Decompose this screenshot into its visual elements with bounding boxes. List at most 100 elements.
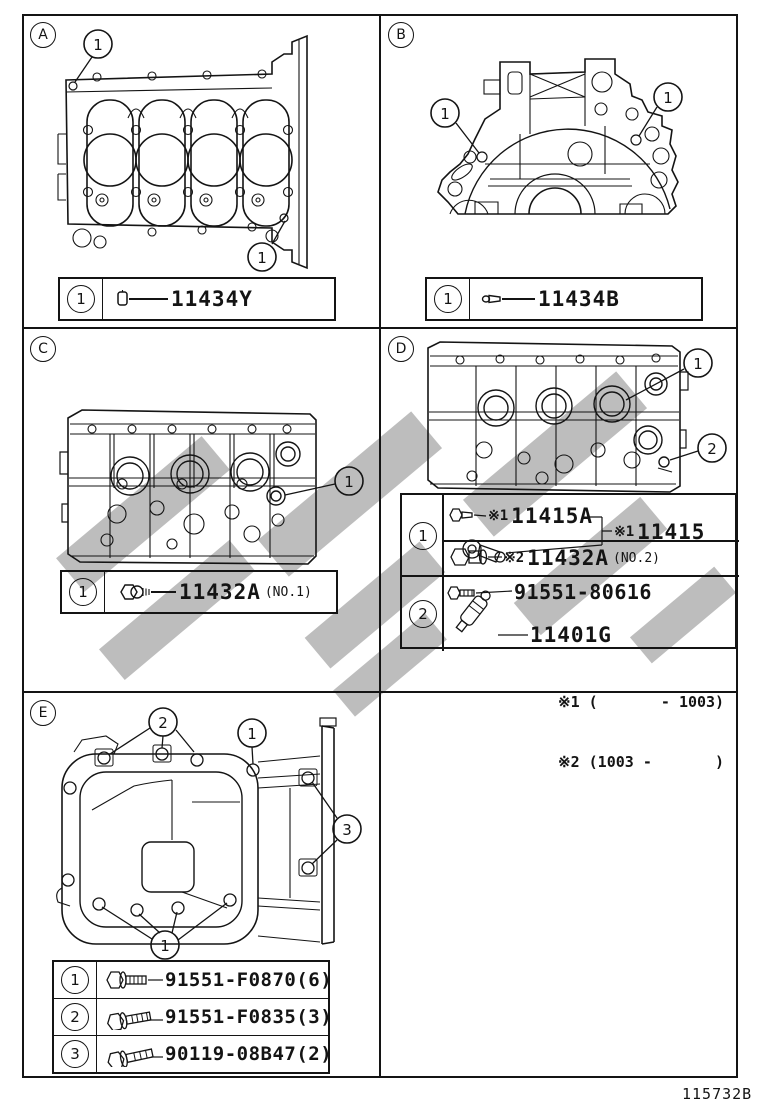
section-c: C: [22, 328, 380, 692]
table-subrow-divider: [442, 540, 739, 542]
callout-2: 2: [109, 707, 195, 755]
legend-d-line2: ※2 11432A (NO.2): [504, 544, 660, 572]
hex-plug-sensor-icon: [120, 584, 176, 600]
svg-text:1: 1: [247, 725, 257, 743]
section-e-label: E: [30, 700, 56, 726]
svg-text:1: 1: [160, 937, 170, 955]
part-number: 11434Y: [171, 287, 253, 311]
callout-1-bottom: 1: [101, 902, 228, 960]
svg-text:2: 2: [707, 440, 717, 458]
callout-1-left: 1: [430, 98, 488, 163]
ref-2-marker: 2: [409, 600, 437, 628]
section-d: D: [380, 328, 740, 771]
part-cell: 90119-08B47(2): [97, 1036, 332, 1072]
legend-d-line3: 91551-80616: [514, 579, 652, 605]
section-b: B: [380, 14, 740, 328]
oil-pan-top-view-drawing: 2 1 3 1: [56, 707, 362, 960]
ref-1-marker: 1: [61, 966, 89, 994]
svg-text:1: 1: [257, 249, 267, 267]
ref-cell: 3: [54, 1036, 97, 1072]
flange-bolt-icon: [107, 1048, 163, 1067]
ref-1-marker: 1: [67, 285, 95, 313]
part-number: 11434B: [538, 287, 620, 311]
ref-cell: 2: [54, 999, 97, 1035]
part-number: 91551-80616: [514, 580, 652, 604]
callout-1-bottom: 1: [247, 213, 289, 272]
figure-number: 115732B: [682, 1085, 753, 1103]
vertical-divider: [379, 14, 381, 1078]
cylinder-block-end-view-drawing: 1 1: [430, 58, 683, 215]
legend-d-line1: ※1 11415A: [488, 503, 593, 529]
callout-1-top: 1: [237, 718, 267, 765]
ref-1-marker: 1: [409, 522, 437, 550]
substitution-mark-2: ※2: [504, 550, 525, 566]
note-line-1: ※1 ( - 1003): [558, 693, 725, 711]
ref-2-marker: 2: [61, 1003, 89, 1031]
legend-c-ref-cell: 1: [62, 572, 105, 612]
table-column-divider: [442, 495, 444, 651]
substitution-mark-1: ※1: [614, 524, 635, 540]
part-number: 11432A: [179, 580, 261, 604]
svg-text:3: 3: [342, 821, 352, 839]
cylinder-block-intake-side-drawing: 1: [59, 409, 364, 565]
legend-a: 1 11434Y: [58, 277, 336, 321]
legend-a-ref-cell: 1: [60, 279, 103, 319]
legend-d-line4: 11401G: [530, 621, 612, 649]
legend-d-bracket-part: ※1 11415: [614, 519, 705, 545]
callout-1: 1: [284, 466, 364, 496]
legend-d-table: 1 2: [400, 493, 739, 651]
part-number: 91551-F0870(6): [165, 969, 333, 991]
section-c-label: C: [30, 336, 56, 362]
legend-b-part-cell: 11434B: [470, 279, 701, 319]
legend-d-graphics: [447, 508, 612, 636]
section-a: A: [22, 14, 380, 328]
svg-text:1: 1: [440, 105, 450, 123]
svg-text:1: 1: [663, 89, 673, 107]
section-e: E: [22, 692, 380, 1078]
taper-plug-icon: [481, 294, 535, 304]
horizontal-divider-1: [22, 327, 738, 329]
cylinder-block-side-view-drawing: 1 1: [57, 29, 308, 272]
svg-text:2: 2: [158, 714, 168, 732]
ref-3-marker: 3: [61, 1040, 89, 1068]
part-number: 11432A: [527, 546, 610, 570]
substitution-notes: ※1 ( - 1003) ※2 (1003 - ): [558, 652, 724, 812]
part-number: 11401G: [530, 623, 612, 647]
callout-1: 1: [625, 348, 713, 401]
svg-text:1: 1: [93, 36, 103, 54]
part-cell: 91551-F0870(6): [97, 962, 332, 998]
legend-c-part-cell: 11432A (NO.1): [105, 572, 336, 612]
legend-e-row-3: 3 90119-08B47(2): [54, 1035, 332, 1072]
part-number: 11415A: [511, 504, 594, 528]
callout-1-top: 1: [68, 29, 113, 91]
svg-text:1: 1: [693, 355, 703, 373]
flange-bolt-icon: [107, 1011, 163, 1030]
callout-2: 2: [669, 433, 727, 463]
table-row-divider: [402, 575, 739, 577]
cylinder-block-exhaust-side-drawing: 1 2: [427, 341, 727, 493]
ref-1-marker: 1: [69, 578, 97, 606]
flange-bolt-icon: [106, 971, 163, 989]
ref-1-marker: 1: [434, 285, 462, 313]
legend-c: 1 11432A (NO.1): [60, 570, 338, 614]
svg-text:1: 1: [344, 473, 354, 491]
straight-plug-icon: [117, 290, 168, 306]
legend-b-ref-cell: 1: [427, 279, 470, 319]
part-number: 91551-F0835(3): [165, 1006, 333, 1028]
horizontal-divider-2: [22, 691, 738, 693]
part-number: 11415: [637, 520, 706, 544]
section-b-label: B: [388, 22, 414, 48]
section-d-label: D: [388, 336, 414, 362]
bolt-holes: [61, 744, 318, 917]
part-cell: 91551-F0835(3): [97, 999, 332, 1035]
part-number-suffix: (NO.2): [613, 550, 660, 566]
part-number: 90119-08B47(2): [165, 1043, 333, 1065]
part-number-suffix: (NO.1): [264, 584, 312, 600]
legend-e-table: 1 91551-F0870(6): [52, 960, 332, 1074]
ref-cell: 1: [54, 962, 97, 998]
note-line-2: ※2 (1003 - ): [558, 753, 725, 771]
callout-1-right: 1: [630, 82, 683, 146]
substitution-mark-1: ※1: [488, 508, 509, 524]
section-a-label: A: [30, 22, 56, 48]
